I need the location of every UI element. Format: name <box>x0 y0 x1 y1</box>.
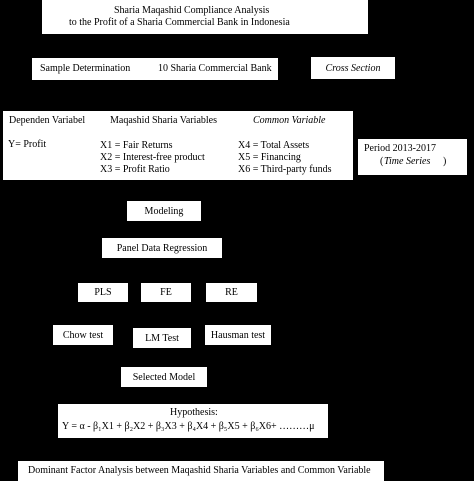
variables-box <box>3 111 353 180</box>
common-item-3: X6 = Third-party funds <box>238 164 332 175</box>
sample-box <box>32 58 278 80</box>
panel-regression-box: Panel Data Regression <box>102 238 222 258</box>
title-line-2: to the Profit of a Sharia Commercial Ban… <box>69 17 290 28</box>
period-line-2: Time Series <box>384 156 431 167</box>
hausman-test-box: Hausman test <box>205 325 271 345</box>
sample-text: Sample Determination <box>40 63 131 74</box>
sample-target: 10 Sharia Commercial Bank <box>158 63 272 74</box>
lm-test-box: LM Test <box>133 328 191 348</box>
hypothesis-label: Hypothesis: <box>170 407 218 418</box>
maqashid-item-3: X3 = Profit Ratio <box>100 164 170 175</box>
modeling-box: Modeling <box>127 201 201 221</box>
maqashid-heading: Maqashid Sharia Variables <box>110 115 218 126</box>
model-fe-box: FE <box>141 283 191 302</box>
common-item-1: X4 = Total Assets <box>238 140 310 151</box>
dependent-item: Y= Profit <box>8 139 47 150</box>
period-line-1: Period 2013-2017 <box>364 143 436 154</box>
maqashid-item-2: X2 = Interest-free product <box>100 152 205 163</box>
title-line-1: Sharia Maqashid Compliance Analysis <box>114 5 270 16</box>
maqashid-item-1: X1 = Fair Returns <box>100 140 173 151</box>
title-box <box>42 0 368 34</box>
model-pls-box: PLS <box>78 283 128 302</box>
chow-test-box: Chow test <box>53 325 113 345</box>
footer-text: Dominant Factor Analysis between Maqashi… <box>28 465 371 476</box>
common-item-2: X5 = Financing <box>238 152 301 163</box>
period-line-2-close: ) <box>443 156 447 167</box>
period-box <box>358 139 467 175</box>
hypothesis-equation: Y = α - β₁X1 + β₂X2 + β₃X3 + β₄X4 + β₅X5… <box>62 421 315 432</box>
period-line-2-open: ( <box>380 156 384 167</box>
dependent-heading: Dependen Variabel <box>9 115 86 126</box>
cross-section-box: Cross Section <box>311 57 395 79</box>
hypothesis-box <box>58 404 328 438</box>
selected-model-box: Selected Model <box>121 367 207 387</box>
common-heading: Common Variable <box>253 115 326 126</box>
model-re-box: RE <box>206 283 257 302</box>
